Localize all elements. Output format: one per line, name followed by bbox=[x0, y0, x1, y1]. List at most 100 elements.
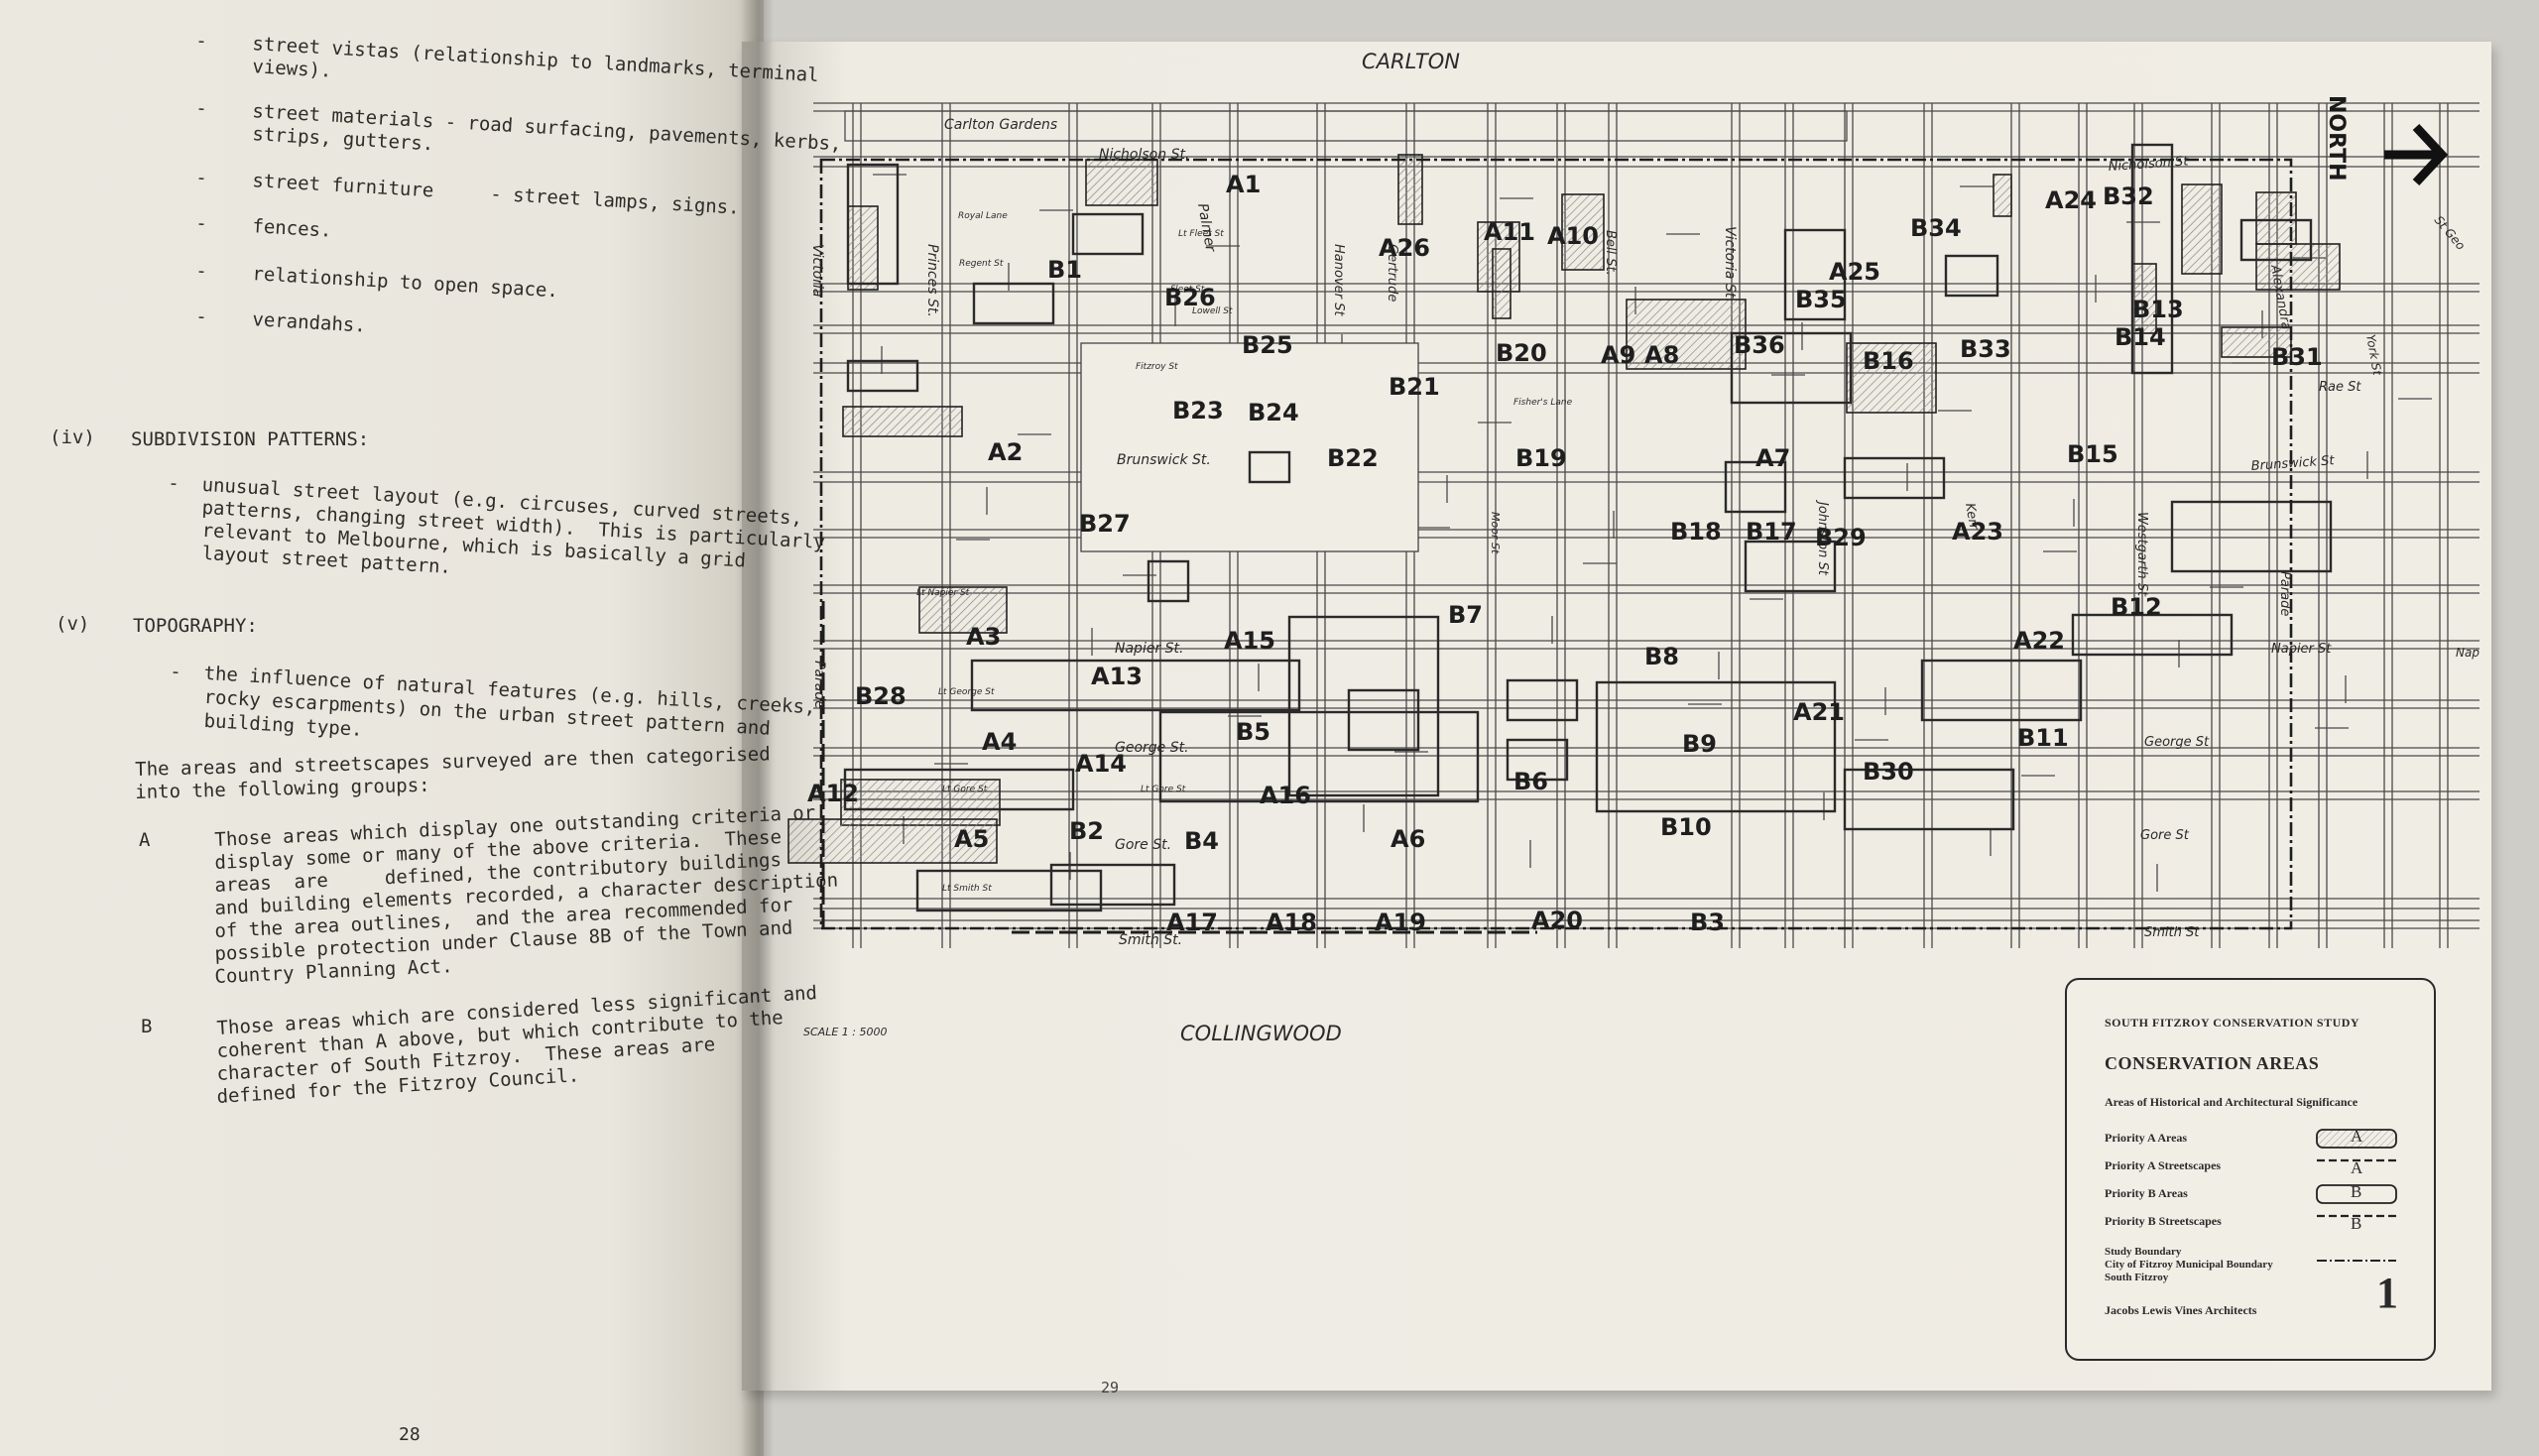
area-label-a12: A12 bbox=[807, 780, 859, 807]
legend-symbol-boundary bbox=[2315, 1254, 2400, 1272]
area-label-a21: A21 bbox=[1793, 698, 1845, 726]
area-label-a13: A13 bbox=[1091, 663, 1143, 690]
area-label-a11: A11 bbox=[1484, 218, 1535, 246]
hatched-area bbox=[1085, 159, 1158, 206]
hatched-area bbox=[1846, 342, 1937, 414]
street-name-princes: Princes St. bbox=[924, 244, 940, 317]
street-name-palmer: Palmer bbox=[1194, 202, 1218, 254]
street-name-gore: Gore St. bbox=[1115, 837, 1171, 853]
area-outline bbox=[1724, 460, 1787, 514]
area-label-b15: B15 bbox=[2067, 440, 2118, 468]
area-label-a23: A23 bbox=[1952, 518, 2003, 546]
legend-study-name: SOUTH FITZROY CONSERVATION STUDY bbox=[2105, 1016, 2360, 1030]
area-label-a14: A14 bbox=[1075, 750, 1127, 778]
area-outline bbox=[1843, 768, 2015, 831]
area-outline bbox=[1347, 688, 1420, 752]
area-outline bbox=[2239, 218, 2313, 262]
area-label-b18: B18 bbox=[1670, 518, 1722, 546]
area-outline bbox=[1158, 710, 1480, 803]
street-name-lt-george: Lt George St bbox=[938, 687, 995, 697]
section-v-heading: TOPOGRAPHY: bbox=[133, 615, 258, 637]
area-outline bbox=[915, 869, 1103, 912]
area-outline bbox=[1071, 212, 1145, 256]
area-outline bbox=[1147, 559, 1190, 603]
map-label-collingwood: COLLINGWOOD bbox=[1180, 1022, 1342, 1045]
street-name-brunswick: Brunswick St. bbox=[1117, 452, 1211, 468]
area-label-b25: B25 bbox=[1242, 331, 1293, 359]
area-outline bbox=[1843, 456, 1946, 500]
area-outline bbox=[1744, 540, 1837, 593]
page-number-left: 28 bbox=[399, 1424, 421, 1445]
legend-row-label: Priority A Streetscapes bbox=[2105, 1158, 2222, 1172]
left-page bbox=[0, 0, 764, 1456]
legend-boundary-label: City of Fitzroy Municipal Boundary bbox=[2105, 1259, 2273, 1271]
area-outline bbox=[1248, 450, 1291, 484]
area-label-b19: B19 bbox=[1515, 444, 1567, 472]
street-name-st-georges: St Geo bbox=[2432, 213, 2469, 253]
text-line: - relationship to open space. bbox=[194, 260, 559, 303]
legend-symbol-b-streetscape: B bbox=[2315, 1210, 2400, 1239]
street-name-little-gore: Lt Gore St bbox=[1141, 785, 1186, 794]
street-name-rae: Rae St bbox=[2319, 380, 2361, 395]
legend-row-label: Priority A Areas bbox=[2105, 1131, 2188, 1145]
area-label-b12: B12 bbox=[2111, 593, 2162, 621]
area-label-a9: A9 bbox=[1601, 341, 1635, 369]
area-label-b21: B21 bbox=[1389, 373, 1440, 401]
area-label-a7: A7 bbox=[1755, 444, 1790, 472]
area-outline bbox=[1730, 331, 1853, 405]
section-iv-heading: SUBDIVISION PATTERNS: bbox=[131, 428, 370, 450]
street-name-hanover: Hanover St bbox=[1331, 244, 1346, 316]
area-label-b28: B28 bbox=[855, 682, 907, 710]
hatched-area bbox=[1397, 154, 1423, 225]
hatched-area bbox=[2255, 243, 2341, 291]
street-name-regent: Regent St bbox=[959, 259, 1004, 269]
street-name-lt-smith: Lt Smith St bbox=[942, 884, 992, 894]
street-name-gore-right: Gore St bbox=[2140, 828, 2190, 843]
area-label-b4: B4 bbox=[1184, 827, 1219, 855]
legend-row-label: Priority B Streetscapes bbox=[2105, 1214, 2222, 1228]
street-name-victoria-parade-top: Victoria bbox=[809, 244, 825, 297]
hatched-area bbox=[840, 779, 1001, 826]
area-label-b22: B22 bbox=[1327, 444, 1379, 472]
area-label-b1: B1 bbox=[1047, 256, 1082, 284]
legend-symbol-letter: A bbox=[2351, 1127, 2363, 1146]
area-label-a1: A1 bbox=[1226, 171, 1261, 198]
area-outline bbox=[2071, 613, 2234, 657]
area-label-b20: B20 bbox=[1496, 339, 1547, 367]
area-label-a26: A26 bbox=[1379, 234, 1430, 262]
study-boundary bbox=[819, 158, 2293, 934]
north-arrow-icon bbox=[2384, 123, 2449, 186]
street-name-napier: Napier St. bbox=[1115, 641, 1183, 657]
area-label-a19: A19 bbox=[1375, 909, 1426, 936]
area-label-a2: A2 bbox=[988, 438, 1023, 466]
street-name-lowell: Lowell St bbox=[1192, 306, 1233, 316]
area-outline bbox=[970, 659, 1301, 712]
hatched-area bbox=[1626, 299, 1747, 370]
section-iv-label: (iv) bbox=[50, 426, 95, 448]
area-label-b2: B2 bbox=[1069, 817, 1104, 845]
legend-symbol-letter: B bbox=[2351, 1182, 2362, 1201]
area-label-b34: B34 bbox=[1910, 214, 1962, 242]
area-outline bbox=[846, 359, 919, 393]
group-b-label: B bbox=[141, 1016, 153, 1037]
area-label-a4: A4 bbox=[982, 728, 1017, 756]
area-outline bbox=[1783, 228, 1847, 321]
area-label-b5: B5 bbox=[1236, 718, 1270, 746]
hatched-area bbox=[842, 406, 963, 437]
area-outline bbox=[1920, 659, 2083, 722]
legend-boundary-label: South Fitzroy bbox=[2105, 1272, 2169, 1283]
left-page-text: - street vistas (relationship to landmar… bbox=[0, 0, 842, 1456]
area-outline bbox=[2130, 143, 2174, 375]
street-name-victoria-st: Victoria St. bbox=[1722, 226, 1738, 303]
area-label-b32: B32 bbox=[2103, 182, 2154, 210]
text-line: The areas and streetscapes surveyed are … bbox=[135, 743, 771, 781]
section-v-label: (v) bbox=[56, 613, 90, 635]
area-label-b11: B11 bbox=[2017, 724, 2069, 752]
street-name-victoria-parade-bottom: Parade bbox=[811, 661, 827, 709]
street-name-moor: Moor St bbox=[1489, 512, 1502, 554]
hatched-area bbox=[847, 205, 879, 291]
legend-symbol-letter: B bbox=[2351, 1214, 2362, 1233]
street-name-george: George St. bbox=[1115, 740, 1189, 756]
area-outline bbox=[1506, 678, 1579, 722]
